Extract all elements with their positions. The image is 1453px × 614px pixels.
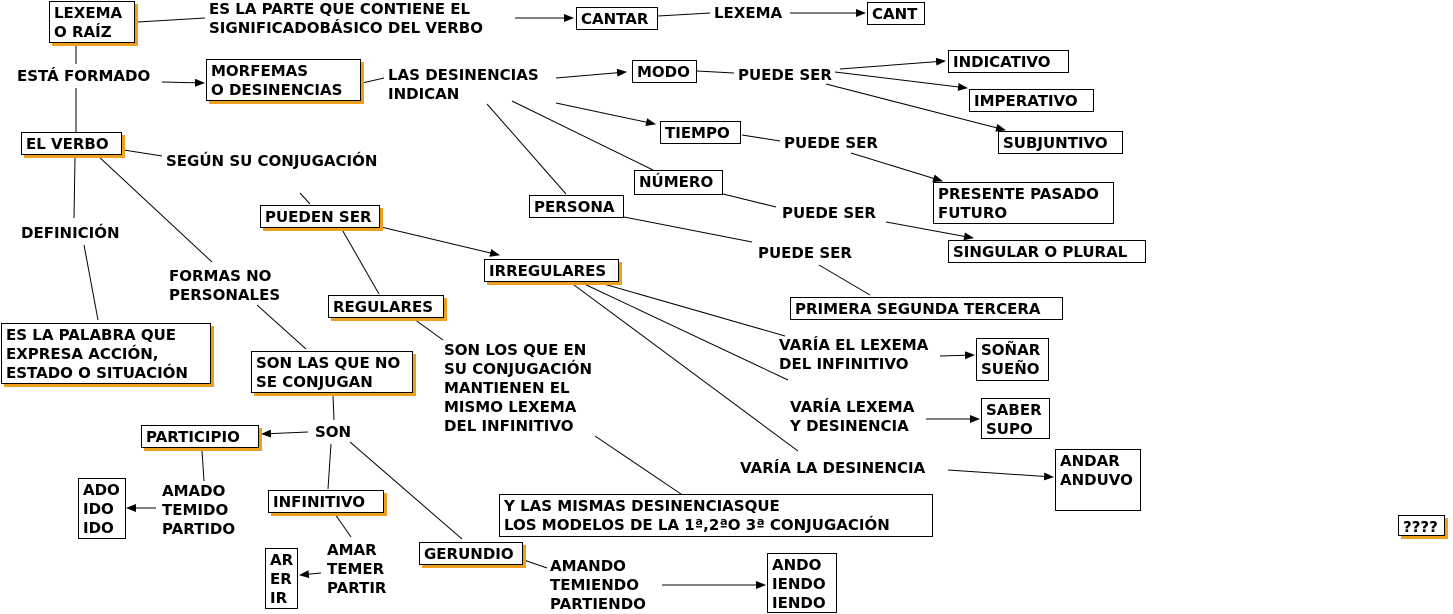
node-unknown: ???? bbox=[1398, 515, 1445, 536]
edge-morfemas-desinencias bbox=[361, 77, 385, 84]
label-lexema: LEXEMA bbox=[714, 4, 783, 22]
node-modo: MODO bbox=[632, 60, 697, 83]
node-indicativo: INDICATIVO bbox=[948, 50, 1069, 73]
edge-segun-puedenser bbox=[299, 192, 311, 205]
node-regulares: REGULARES bbox=[328, 295, 444, 318]
edge-amar-ar bbox=[299, 570, 322, 579]
label-esta-formado: ESTÁ FORMADO bbox=[17, 67, 151, 85]
edge-varia3-andar bbox=[947, 469, 1054, 481]
label-puede-ser-tiempo: PUEDE SER bbox=[784, 134, 878, 152]
label-segun-conjugacion: SEGÚN SU CONJUGACIÓN bbox=[166, 152, 378, 170]
edge-estaformado-morfemas bbox=[161, 78, 205, 87]
label-varia-desinencia: VARÍA LA DESINENCIA bbox=[740, 459, 926, 477]
node-ando: ANDO IENDO IENDO bbox=[767, 553, 837, 613]
node-subjuntivo: SUBJUNTIVO bbox=[998, 131, 1123, 154]
node-mismas-desinencias: Y LAS MISMAS DESINENCIASQUE LOS MODELOS … bbox=[499, 494, 933, 537]
label-definicion: DEFINICIÓN bbox=[21, 224, 120, 242]
edge-tiempo-puedeser bbox=[741, 134, 781, 142]
node-saber: SABER SUPO bbox=[981, 398, 1050, 439]
label-varia-lexema-infinitivo: VARÍA EL LEXEMA DEL INFINITIVO bbox=[779, 336, 929, 373]
edge-irregulares-varia2 bbox=[579, 281, 789, 381]
node-irregulares: IRREGULARES bbox=[484, 259, 619, 282]
node-el-verbo: EL VERBO bbox=[21, 132, 122, 155]
edge-participio-amado bbox=[201, 450, 205, 482]
edge-puedeser-presente bbox=[850, 152, 943, 183]
label-puede-ser-persona: PUEDE SER bbox=[758, 244, 852, 262]
node-es-la-palabra: ES LA PALABRA QUE EXPRESA ACCIÓN, ESTADO… bbox=[1, 323, 211, 384]
edge-varia1-sonar bbox=[939, 351, 975, 360]
node-gerundio: GERUNDIO bbox=[419, 542, 523, 565]
edge-puedeser-subjuntivo bbox=[825, 83, 1006, 132]
edge-puedeser-singular bbox=[885, 221, 974, 241]
node-persona: PERSONA bbox=[529, 195, 624, 218]
edge-nosecon-son bbox=[332, 394, 335, 421]
edge-puedenser-regulares bbox=[339, 225, 380, 295]
label-amando: AMANDO TEMIENDO PARTIENDO bbox=[550, 557, 646, 613]
edge-verbo-segun bbox=[123, 149, 163, 157]
edge-verbo-definicion bbox=[73, 156, 76, 219]
edge-definicion-espalabra bbox=[83, 244, 99, 321]
edge-son-gerundio bbox=[349, 441, 463, 540]
node-pueden-ser: PUEDEN SER bbox=[260, 205, 380, 228]
edge-infinitivo-amar bbox=[334, 513, 352, 538]
node-sonar: SOÑAR SUEÑO bbox=[976, 338, 1049, 381]
node-presente: PRESENTE PASADO FUTURO bbox=[933, 182, 1114, 224]
node-numero: NÚMERO bbox=[634, 170, 723, 195]
node-primera: PRIMERA SEGUNDA TERCERA bbox=[790, 297, 1063, 320]
node-imperativo: IMPERATIVO bbox=[969, 89, 1094, 112]
edge-puedenser-irregulares bbox=[380, 226, 500, 257]
node-cantar: CANTAR bbox=[576, 7, 658, 30]
node-cant: CANT bbox=[867, 2, 925, 25]
edge-desinencias-tiempo bbox=[555, 102, 656, 127]
edge-persona-puedeser bbox=[623, 216, 753, 243]
node-singular: SINGULAR O PLURAL bbox=[948, 240, 1146, 263]
edge-modo-puedeser bbox=[696, 70, 735, 74]
edge-puedeser-indicativo bbox=[839, 57, 946, 70]
label-desinencias-indican: LAS DESINENCIAS INDICAN bbox=[388, 66, 539, 103]
label-puede-ser-numero: PUEDE SER bbox=[782, 204, 876, 222]
edge-gerundio-amando bbox=[523, 559, 548, 569]
edge-formas-nosecon bbox=[256, 304, 307, 350]
label-amar: AMAR TEMER PARTIR bbox=[327, 541, 387, 597]
edge-desinencias-modo bbox=[555, 68, 627, 79]
label-son-los-que: SON LOS QUE EN SU CONJUGACIÓN MANTIENEN … bbox=[444, 341, 593, 435]
node-ar: AR ER IR bbox=[265, 548, 298, 609]
edge-puedeser-primera bbox=[818, 264, 871, 296]
label-formas-no-personales: FORMAS NO PERSONALES bbox=[169, 267, 281, 304]
edge-son-infinitivo bbox=[327, 443, 332, 490]
node-infinitivo: INFINITIVO bbox=[268, 490, 384, 513]
edge-puedeser-imperativo bbox=[834, 71, 968, 91]
edge-numero-puedeser bbox=[722, 193, 777, 208]
edge-lexema-parte bbox=[137, 17, 206, 23]
label-varia-lexema-desinencia: VARÍA LEXEMA Y DESINENCIA bbox=[790, 398, 915, 435]
edge-verbo-formas bbox=[96, 154, 213, 263]
edge-regulares-sonlosque bbox=[413, 318, 444, 341]
edge-irregulares-varia1 bbox=[589, 279, 786, 337]
edge-desinencias-numero bbox=[511, 100, 654, 171]
edge-irregulares-varia3 bbox=[569, 281, 799, 452]
label-amado: AMADO TEMIDO PARTIDO bbox=[162, 482, 236, 538]
label-puede-ser-modo: PUEDE SER bbox=[738, 66, 832, 84]
edge-son-participio bbox=[261, 429, 309, 438]
node-tiempo: TIEMPO bbox=[660, 121, 741, 144]
label-parte-significado: ES LA PARTE QUE CONTIENE EL SIGNIFICADOB… bbox=[209, 0, 483, 37]
edge-sonlosque-mismas bbox=[594, 435, 685, 497]
edge-cantar-lexema bbox=[657, 12, 711, 17]
node-morfemas: MORFEMAS O DESINENCIAS bbox=[206, 59, 361, 101]
node-no-se-conjugan: SON LAS QUE NO SE CONJUGAN bbox=[251, 351, 413, 393]
node-andar: ANDAR ANDUVO bbox=[1055, 449, 1141, 511]
node-ado: ADO IDO IDO bbox=[78, 478, 126, 539]
node-lexema-raiz: LEXEMA O RAÍZ bbox=[49, 1, 135, 43]
label-son: SON bbox=[315, 423, 352, 441]
node-participio: PARTICIPIO bbox=[141, 425, 259, 448]
edge-desinencias-persona bbox=[486, 103, 567, 195]
